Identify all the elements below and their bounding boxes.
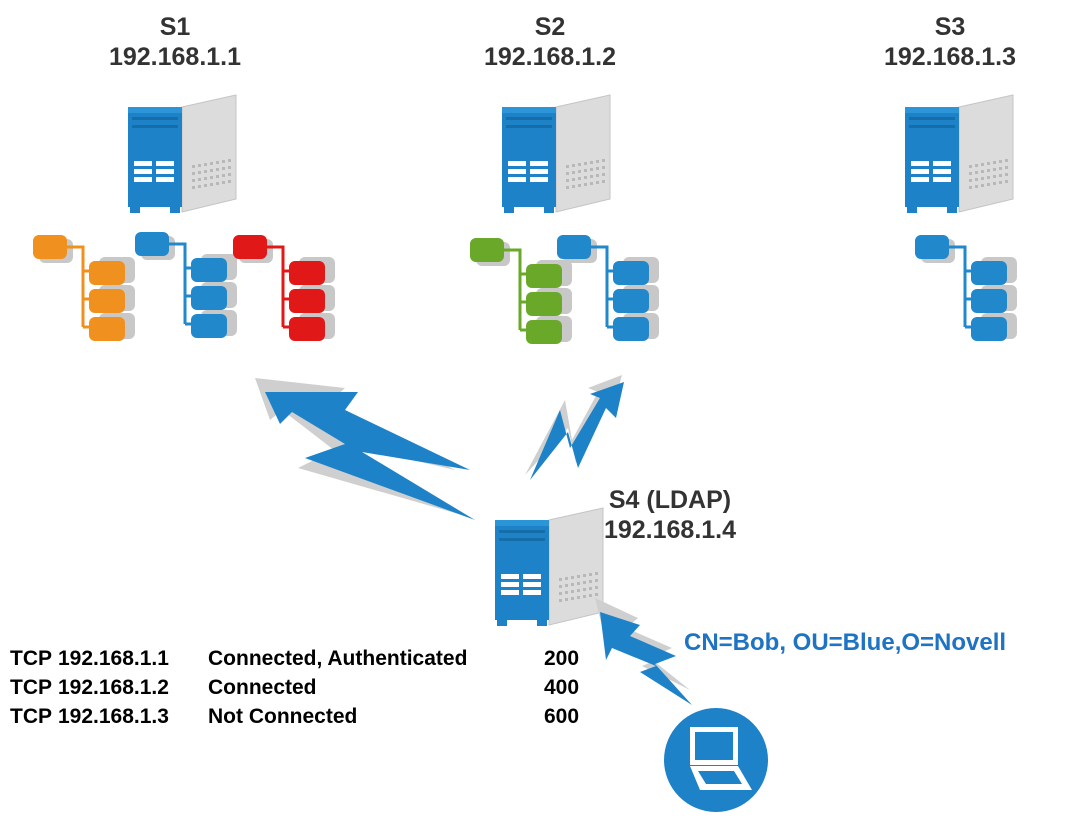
ip-cell: 192.168.1.3 bbox=[58, 704, 169, 728]
server-ip: 192.168.1.1 bbox=[108, 43, 242, 71]
table-row: TCP 192.168.1.3 Not Connected 600 bbox=[10, 702, 579, 731]
laptop-icon bbox=[664, 708, 768, 812]
table-row: TCP 192.168.1.2 Connected 400 bbox=[10, 673, 579, 702]
server-ip: 192.168.1.2 bbox=[483, 43, 617, 71]
server-ip: 192.168.1.4 bbox=[603, 516, 737, 544]
directory-tree-icon bbox=[233, 235, 335, 341]
protocol-cell: TCP bbox=[10, 704, 52, 728]
lightning-arrow-icon-s2 bbox=[525, 375, 624, 480]
protocol-cell: TCP bbox=[10, 646, 52, 670]
status-cell: Not Connected bbox=[208, 704, 358, 728]
directory-tree-icon bbox=[557, 235, 659, 341]
server-s1-icon bbox=[127, 94, 237, 214]
directory-tree-icon bbox=[33, 235, 135, 341]
value-cell: 200 bbox=[544, 646, 580, 670]
ip-cell: 192.168.1.1 bbox=[58, 646, 169, 670]
value-cell: 600 bbox=[544, 704, 580, 728]
directory-tree-icon bbox=[915, 235, 1017, 341]
lightning-arrow-icon-client bbox=[595, 598, 692, 705]
status-cell: Connected, Authenticated bbox=[208, 646, 468, 670]
table-row: TCP 192.168.1.1 Connected, Authenticated… bbox=[10, 644, 579, 673]
ldap-server-label: S4 (LDAP) 192.168.1.4 bbox=[585, 485, 755, 545]
server-s3-label: S3 192.168.1.3 bbox=[870, 12, 1030, 72]
status-cell: Connected bbox=[208, 675, 317, 699]
lightning-arrow-icon-s1 bbox=[255, 378, 475, 520]
value-cell: 400 bbox=[544, 675, 580, 699]
server-s2-label: S2 192.168.1.2 bbox=[470, 12, 630, 72]
server-name: S2 bbox=[534, 13, 566, 41]
server-s1-label: S1 192.168.1.1 bbox=[95, 12, 255, 72]
directory-tree-icon bbox=[135, 232, 237, 338]
directory-trees bbox=[33, 232, 1017, 344]
server-ip: 192.168.1.3 bbox=[883, 43, 1017, 71]
connection-table: TCP 192.168.1.1 Connected, Authenticated… bbox=[10, 644, 579, 731]
protocol-cell: TCP bbox=[10, 675, 52, 699]
directory-tree-icon bbox=[470, 238, 572, 344]
server-s2-icon bbox=[501, 94, 611, 214]
server-s3-icon bbox=[904, 94, 1014, 214]
client-identity: CN=Bob, OU=Blue,O=Novell bbox=[684, 629, 1007, 656]
server-name: S4 (LDAP) bbox=[608, 486, 732, 514]
server-name: S3 bbox=[934, 13, 966, 41]
server-name: S1 bbox=[159, 13, 191, 41]
ip-cell: 192.168.1.2 bbox=[58, 675, 169, 699]
